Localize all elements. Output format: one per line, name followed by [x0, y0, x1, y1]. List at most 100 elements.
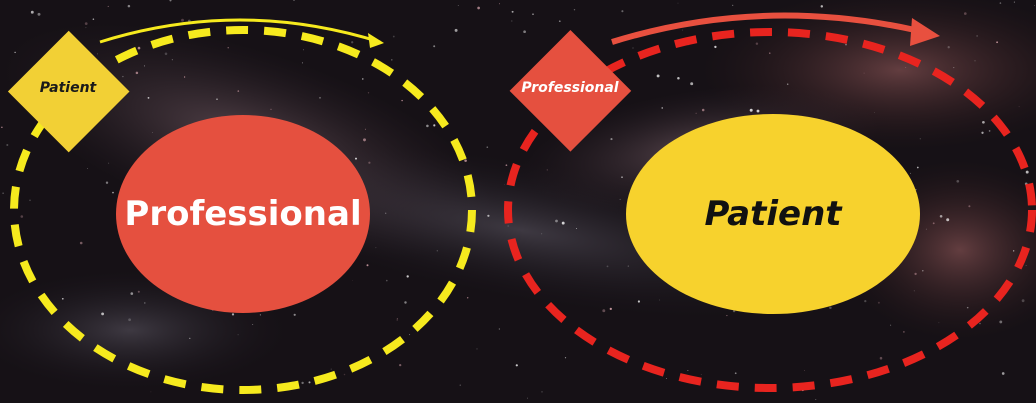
star: [216, 98, 218, 100]
star: [700, 373, 702, 376]
star: [30, 10, 34, 14]
star: [151, 132, 153, 134]
star: [404, 301, 407, 304]
star: [303, 49, 304, 51]
star: [919, 138, 921, 140]
star: [627, 265, 629, 267]
star: [1034, 5, 1035, 7]
star: [541, 233, 543, 235]
star: [362, 78, 364, 80]
star: [734, 372, 737, 375]
right-cycle-arrow: [611, 12, 940, 46]
star: [610, 138, 613, 141]
star: [864, 299, 867, 303]
star: [189, 337, 191, 340]
star: [363, 138, 366, 142]
star: [947, 46, 950, 49]
star: [352, 280, 353, 281]
star: [169, 0, 172, 2]
star: [137, 46, 141, 50]
star: [396, 318, 398, 320]
star: [137, 290, 140, 293]
star: [101, 312, 105, 316]
star: [486, 146, 489, 148]
star: [37, 12, 41, 16]
star: [953, 67, 955, 69]
star: [966, 306, 969, 309]
star: [874, 112, 875, 113]
star: [1025, 265, 1027, 266]
right-dashed-ring: [504, 28, 1036, 392]
star: [890, 324, 892, 326]
star: [477, 6, 480, 10]
star: [459, 384, 461, 386]
star: [409, 334, 411, 336]
star: [877, 301, 880, 304]
star: [375, 247, 377, 249]
star: [903, 331, 905, 333]
star: [677, 2, 679, 4]
star: [558, 20, 561, 23]
star: [391, 59, 393, 61]
star: [6, 144, 9, 146]
star: [385, 212, 387, 214]
star: [913, 290, 915, 292]
star: [820, 5, 824, 8]
star: [61, 297, 64, 300]
star: [1001, 372, 1005, 375]
star: [171, 59, 173, 61]
star: [504, 184, 506, 186]
star: [690, 82, 694, 86]
star: [1021, 299, 1025, 303]
star: [401, 99, 403, 102]
star: [108, 162, 110, 164]
star: [939, 214, 943, 218]
star: [330, 368, 332, 370]
star: [637, 300, 640, 303]
star: [956, 179, 960, 183]
star: [656, 74, 660, 78]
star: [454, 28, 458, 32]
star: [392, 35, 395, 38]
star: [682, 29, 683, 31]
star: [319, 96, 321, 99]
star: [695, 112, 697, 114]
star: [85, 27, 87, 29]
star: [981, 131, 984, 134]
star: [845, 44, 847, 46]
star: [231, 313, 235, 316]
star: [666, 378, 668, 379]
star: [259, 314, 262, 316]
star: [433, 45, 436, 48]
star: [105, 181, 109, 184]
star: [863, 72, 865, 74]
star: [976, 35, 978, 37]
star: [143, 65, 145, 67]
star: [661, 107, 663, 109]
star: [914, 272, 917, 276]
star: [732, 4, 734, 6]
star: [164, 52, 168, 56]
star: [433, 124, 436, 127]
star: [301, 62, 303, 64]
star: [701, 108, 705, 112]
star: [905, 67, 907, 68]
star: [946, 218, 950, 222]
star: [476, 348, 478, 350]
star: [726, 315, 728, 317]
star: [92, 18, 95, 20]
star: [457, 5, 459, 6]
star: [436, 250, 438, 252]
star: [925, 228, 927, 230]
star: [982, 120, 985, 124]
star: [988, 130, 991, 132]
star: [573, 9, 576, 11]
star: [564, 357, 567, 359]
star: [181, 18, 184, 22]
star: [541, 391, 543, 393]
star: [499, 3, 500, 5]
star: [343, 373, 346, 376]
star: [487, 214, 490, 217]
star: [426, 124, 429, 128]
